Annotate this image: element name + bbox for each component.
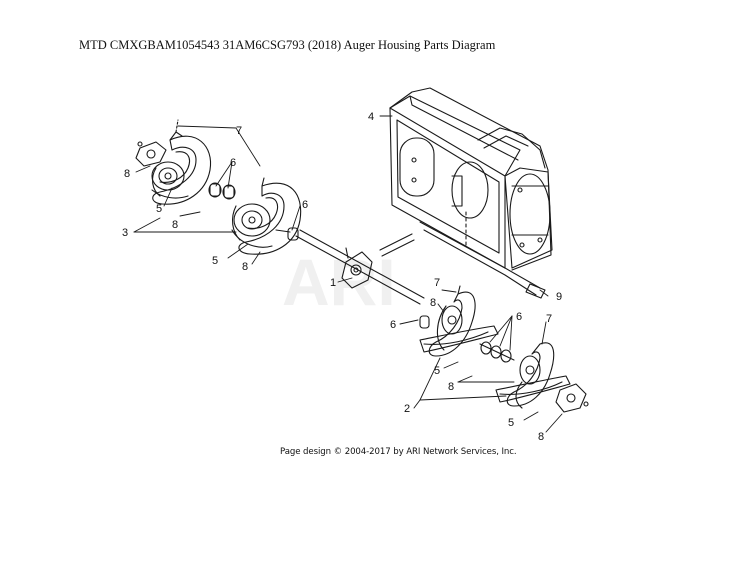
left-auger-flight-upper (151, 119, 212, 205)
leader-lines (133, 115, 563, 433)
callout-7-top: 7 (236, 125, 242, 137)
callout-1: 1 (330, 277, 336, 289)
left-auger-gearbox-end (135, 141, 167, 167)
right-bushings (419, 315, 515, 363)
right-auger-flight-lower (495, 342, 571, 409)
right-auger-flight-upper (419, 285, 499, 357)
callout-5-bottom: 5 (508, 417, 514, 429)
page-title: MTD CMXGBAM1054543 31AM6CSG793 (2018) Au… (79, 38, 496, 52)
callout-6-right: 6 (390, 319, 396, 331)
callout-6-mid: 6 (302, 199, 308, 211)
callout-9: 9 (556, 291, 562, 303)
callout-8-bottom: 8 (538, 431, 544, 443)
callout-8-right2: 8 (448, 381, 454, 393)
callout-8-right: 8 (430, 297, 436, 309)
callout-labels: 4 7 8 6 5 8 3 6 5 8 1 9 7 8 6 6 7 5 8 2 … (122, 111, 562, 443)
callout-5-right: 5 (434, 365, 440, 377)
callout-8-top: 8 (124, 168, 130, 180)
callout-7-far: 7 (546, 313, 552, 325)
callout-8-lower: 8 (242, 261, 248, 273)
auger-shaft (295, 229, 425, 305)
copyright-footer: Page design © 2004-2017 by ARI Network S… (280, 447, 517, 457)
callout-4: 4 (368, 111, 374, 123)
callout-6-right2: 6 (516, 311, 522, 323)
callout-6-top: 6 (230, 157, 236, 169)
callout-7-right: 7 (434, 277, 440, 289)
callout-3: 3 (122, 227, 128, 239)
callout-2: 2 (404, 403, 410, 415)
callout-8-mid: 8 (172, 219, 178, 231)
left-auger-flight-lower (231, 177, 302, 255)
callout-5-mid: 5 (212, 255, 218, 267)
callout-5-top: 5 (156, 203, 162, 215)
right-auger-gearbox-end (555, 383, 589, 413)
auger-housing-drawing (389, 87, 553, 299)
